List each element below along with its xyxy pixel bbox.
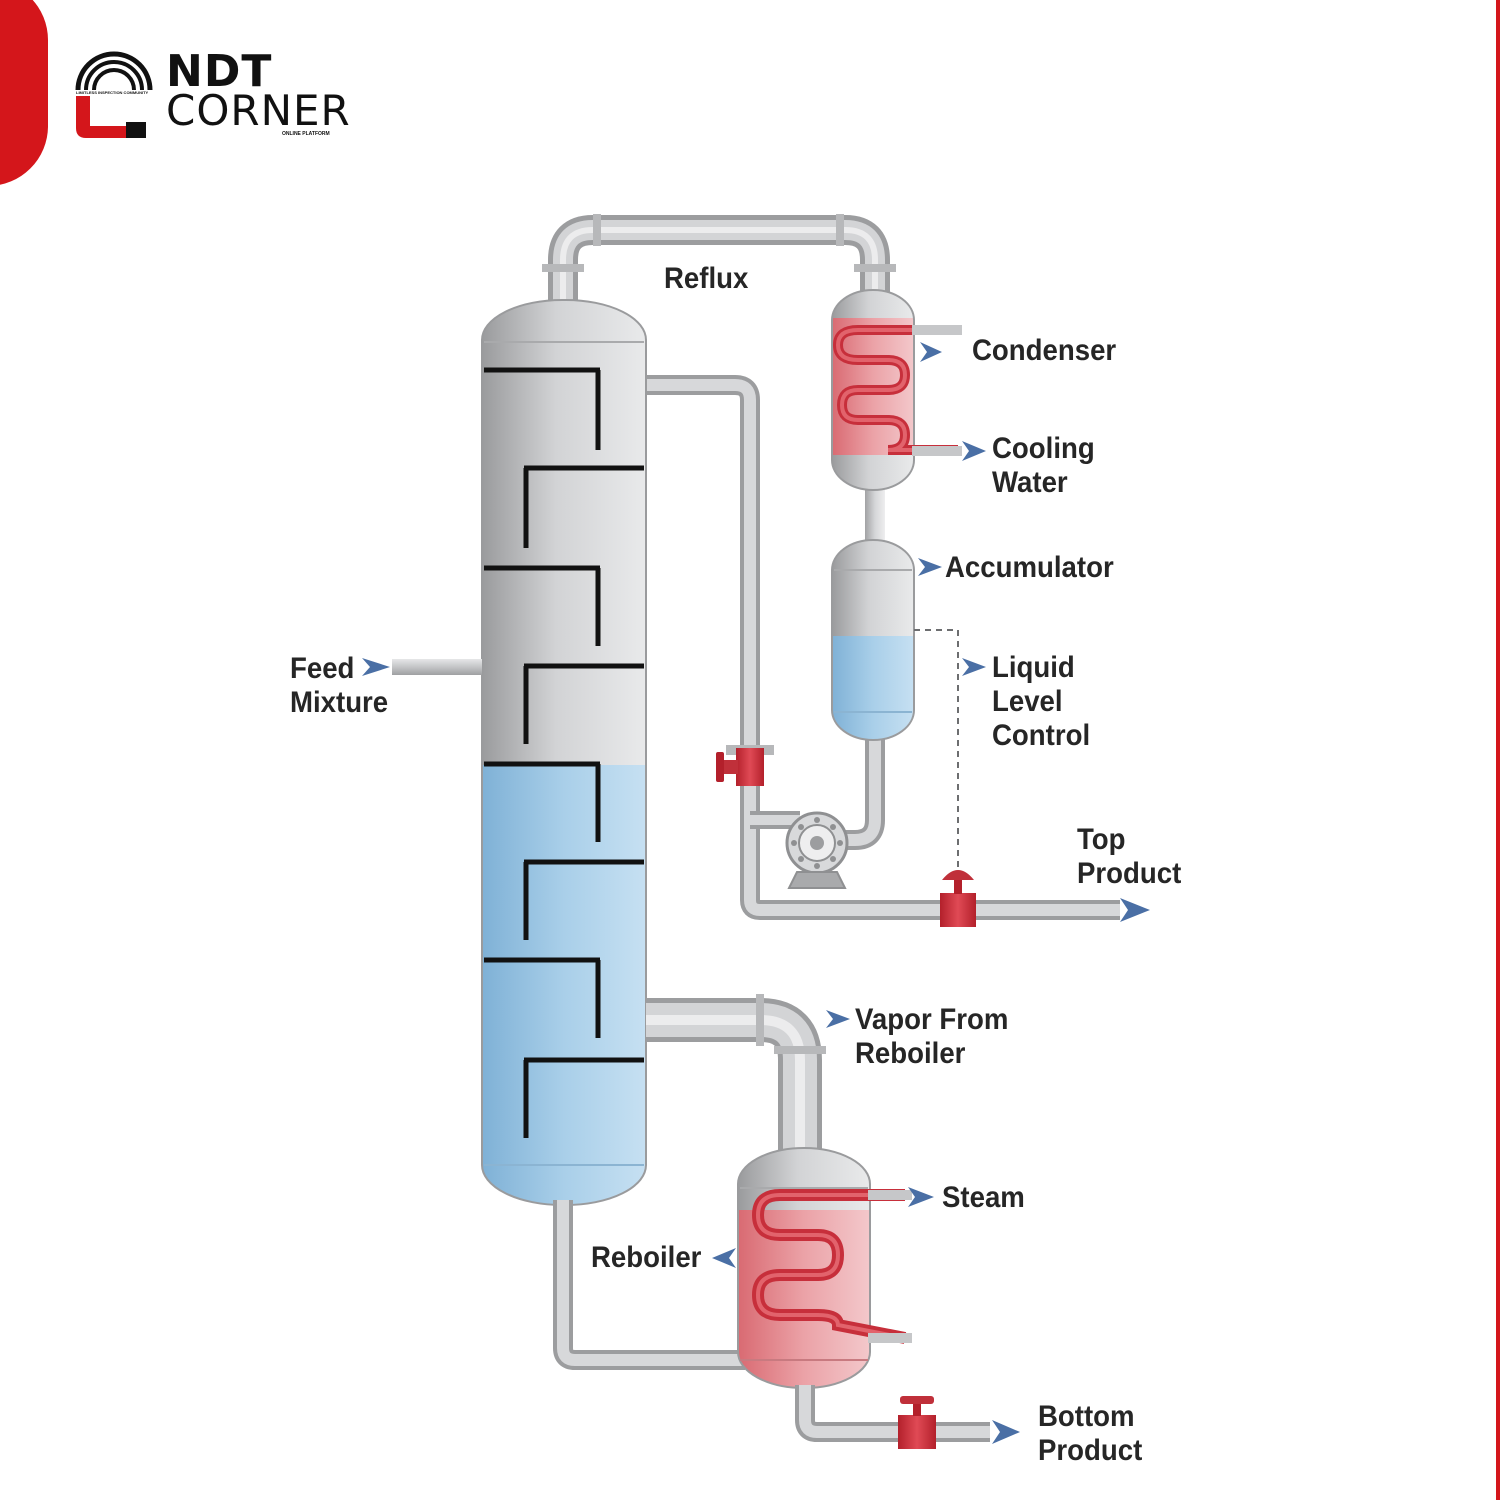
liquid-level-arrow-icon <box>962 658 986 676</box>
brand-red-tab <box>0 0 48 186</box>
bottom-product-pipe <box>795 1385 1020 1444</box>
bottom-product-label-line2: Product <box>1038 1434 1143 1467</box>
reflux-return-pipe <box>646 375 1120 920</box>
overhead-vapor-pipe <box>542 214 896 310</box>
condenser-arrow-icon <box>920 342 942 362</box>
top-product-label-line2: Product <box>1077 857 1182 890</box>
steam-label: Steam <box>942 1181 1025 1214</box>
distillation-column <box>481 299 647 1206</box>
vapor-arrow-icon <box>826 1010 850 1028</box>
liquid-level-label-line2: Level <box>992 685 1063 718</box>
cooling-water-arrow-icon <box>962 441 986 461</box>
vapor-label-line1: Vapor From <box>855 1003 1009 1036</box>
top-product-arrow-icon <box>1120 898 1150 922</box>
top-product-valve <box>940 870 976 927</box>
logo-name-line2: CORNER <box>166 86 351 135</box>
feed-arrow-icon <box>362 658 390 676</box>
bottom-product-label-line1: Bottom <box>1038 1400 1135 1433</box>
level-control-signal-line <box>914 629 959 868</box>
logo-name-line1: NDT <box>166 46 273 97</box>
accumulator <box>831 539 942 741</box>
accumulator-label: Accumulator <box>945 551 1114 584</box>
reboiler-arrow-icon <box>712 1248 736 1268</box>
condenser-label: Condenser <box>972 334 1117 367</box>
liquid-level-label-line3: Control <box>992 719 1091 752</box>
cooling-water-label-line1: Cooling <box>992 432 1095 465</box>
condenser <box>831 289 986 491</box>
reflux-pump <box>785 811 849 889</box>
steam-arrow-icon <box>908 1187 934 1207</box>
logo-mark-icon <box>75 51 153 138</box>
vapor-label-line2: Reboiler <box>855 1037 966 1070</box>
reflux-label: Reflux <box>664 262 749 295</box>
reboiler <box>712 1147 934 1389</box>
reboiler-label: Reboiler <box>591 1241 702 1274</box>
feed-label-line2: Mixture <box>290 686 389 719</box>
top-product-label-line1: Top <box>1077 823 1126 856</box>
feed-pipe <box>392 659 482 675</box>
bottom-product-valve <box>898 1396 936 1449</box>
accumulator-arrow-icon <box>918 558 942 576</box>
condensate-pipe <box>865 485 885 545</box>
bottoms-pipe <box>553 1200 745 1370</box>
reflux-control-valve <box>716 748 764 786</box>
logo-tagline-right: ONLINE PLATFORM <box>282 131 330 137</box>
liquid-level-label-line1: Liquid <box>992 651 1075 684</box>
vapor-return-pipe <box>646 994 826 1150</box>
logo-tagline-left: LIMITLESS INSPECTION COMMUNITY <box>76 90 149 95</box>
brand-right-bar <box>1496 0 1500 1500</box>
cooling-water-label-line2: Water <box>992 466 1068 499</box>
feed-label-line1: Feed <box>290 652 355 685</box>
ndt-corner-logo: LIMITLESS INSPECTION COMMUNITY NDT CORNE… <box>70 48 360 148</box>
bottom-product-arrow-icon <box>992 1420 1020 1444</box>
column-trays <box>484 367 644 1138</box>
